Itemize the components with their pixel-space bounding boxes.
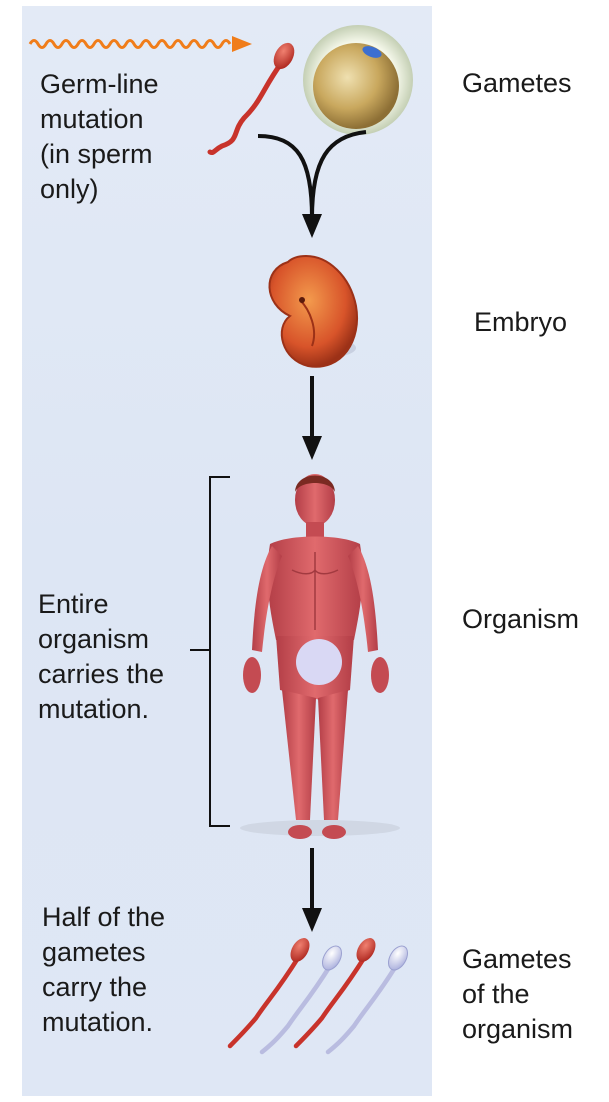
embryo-icon xyxy=(269,256,357,367)
mutation-wave-icon xyxy=(30,36,252,52)
organism-label: Organism xyxy=(462,602,579,637)
organism-bracket xyxy=(190,477,230,826)
egg-cell-icon xyxy=(303,25,413,135)
gametes-of-organism-label: Gametes of the organism xyxy=(462,942,573,1047)
development-arrow xyxy=(302,376,322,460)
fertilization-arrow xyxy=(258,132,366,238)
half-gametes-label: Half of the gametes carry the mutation. xyxy=(42,900,165,1040)
gametes-of-organism-icon xyxy=(230,935,411,1052)
embryo-label: Embryo xyxy=(474,305,567,340)
entire-organism-label: Entire organism carries the mutation. xyxy=(38,587,164,727)
gamete-production-arrow xyxy=(302,848,322,932)
mutant-sperm-icon xyxy=(210,39,299,152)
germline-mutation-label: Germ-line mutation (in sperm only) xyxy=(40,67,159,207)
human-organism-figure xyxy=(240,474,400,839)
gametes-label: Gametes xyxy=(462,66,572,101)
